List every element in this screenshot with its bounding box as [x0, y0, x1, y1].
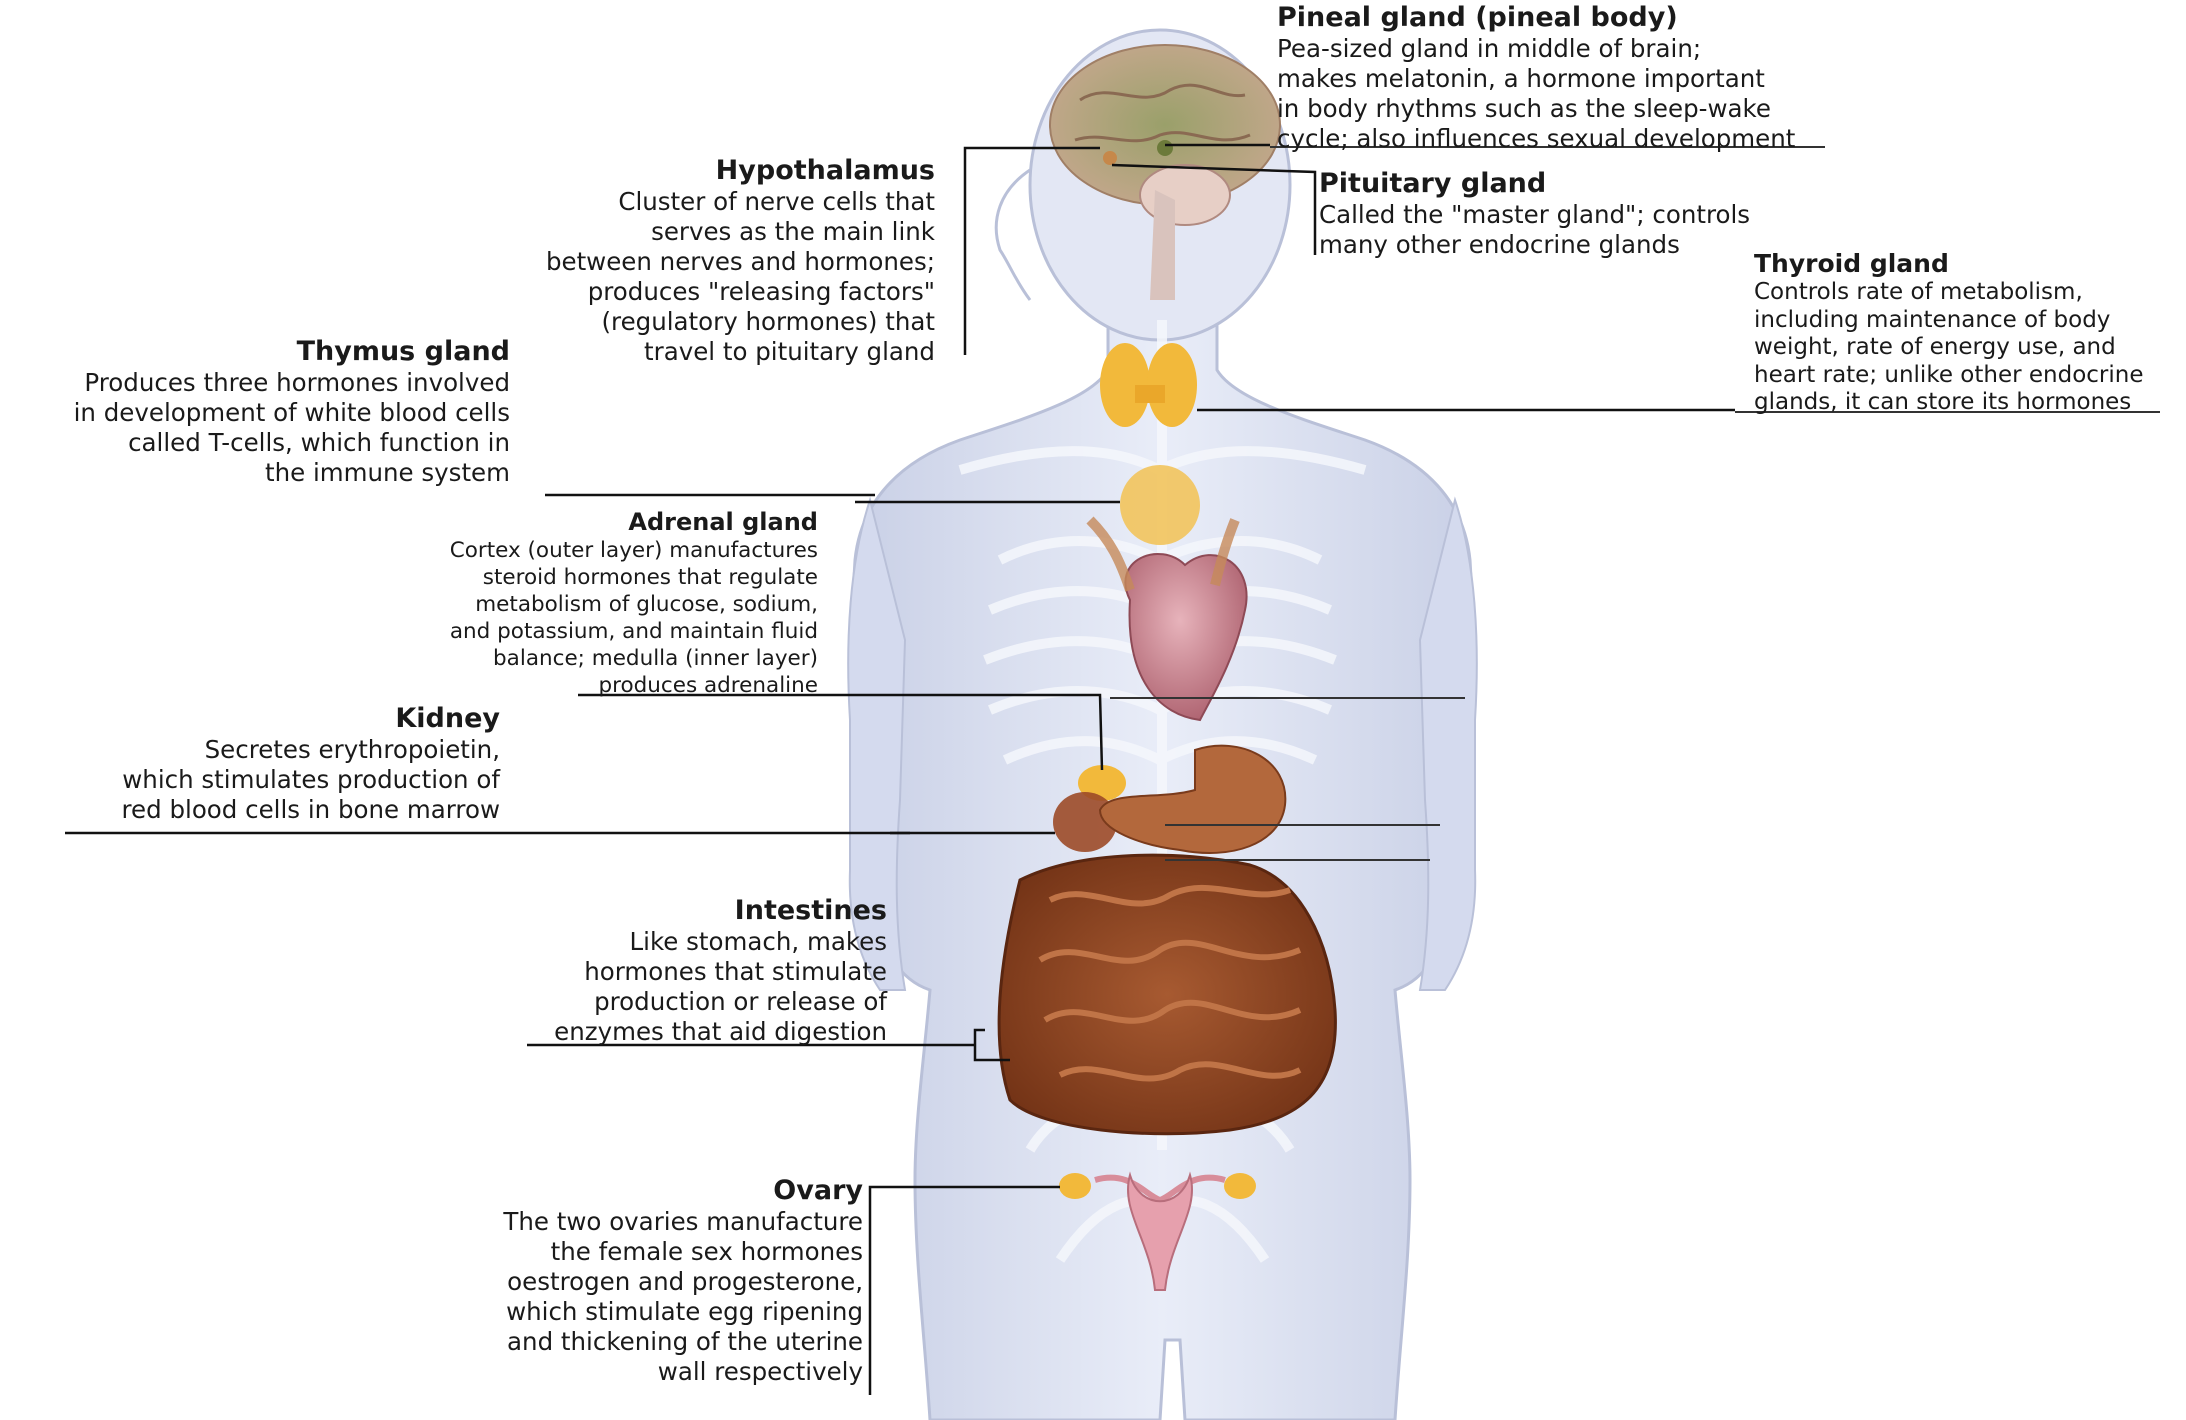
- thyroid-gland-title: Thyroid gland: [1754, 249, 2184, 279]
- thymus: [1120, 465, 1200, 545]
- label-thymus-gland: Thymus gland Produces three hormones inv…: [10, 336, 510, 488]
- hypothalamus-title: Hypothalamus: [445, 155, 935, 187]
- intestines-description: Like stomach, makes hormones that stimul…: [480, 927, 887, 1047]
- ovary-right: [1224, 1173, 1256, 1199]
- label-pineal-gland: Pineal gland (pineal body) Pea-sized gla…: [1277, 2, 1997, 154]
- kidney-title: Kidney: [45, 703, 500, 735]
- hypothalamus-description: Cluster of nerve cells that serves as th…: [445, 187, 935, 366]
- pineal-gland: [1157, 140, 1173, 156]
- intestines: [999, 855, 1335, 1134]
- pineal-gland-title: Pineal gland (pineal body): [1277, 2, 1997, 34]
- thyroid-gland-description: Controls rate of metabolism, including m…: [1754, 279, 2184, 417]
- pituitary-gland: [1103, 151, 1117, 165]
- label-pituitary-gland: Pituitary gland Called the "master gland…: [1319, 168, 1879, 260]
- label-kidney: Kidney Secretes erythropoietin, which st…: [45, 703, 500, 825]
- label-intestines: Intestines Like stomach, makes hormones …: [480, 895, 887, 1047]
- ovary-description: The two ovaries manufacture the female s…: [405, 1207, 863, 1386]
- label-adrenal-gland: Adrenal gland Cortex (outer layer) manuf…: [380, 508, 818, 699]
- kidney-description: Secretes erythropoietin, which stimulate…: [45, 735, 500, 825]
- label-hypothalamus: Hypothalamus Cluster of nerve cells that…: [445, 155, 935, 367]
- ovary-left: [1059, 1173, 1091, 1199]
- pituitary-gland-title: Pituitary gland: [1319, 168, 1879, 200]
- adrenal-gland-description: Cortex (outer layer) manufactures steroi…: [380, 537, 818, 699]
- intestines-title: Intestines: [480, 895, 887, 927]
- pineal-gland-description: Pea-sized gland in middle of brain; make…: [1277, 34, 1997, 154]
- ovary-title: Ovary: [405, 1175, 863, 1207]
- label-thyroid-gland: Thyroid gland Controls rate of metabolis…: [1754, 249, 2184, 417]
- thymus-gland-description: Produces three hormones involved in deve…: [10, 368, 510, 488]
- label-ovary: Ovary The two ovaries manufacture the fe…: [405, 1175, 863, 1387]
- thymus-gland-title: Thymus gland: [10, 336, 510, 368]
- adrenal-gland-title: Adrenal gland: [380, 508, 818, 537]
